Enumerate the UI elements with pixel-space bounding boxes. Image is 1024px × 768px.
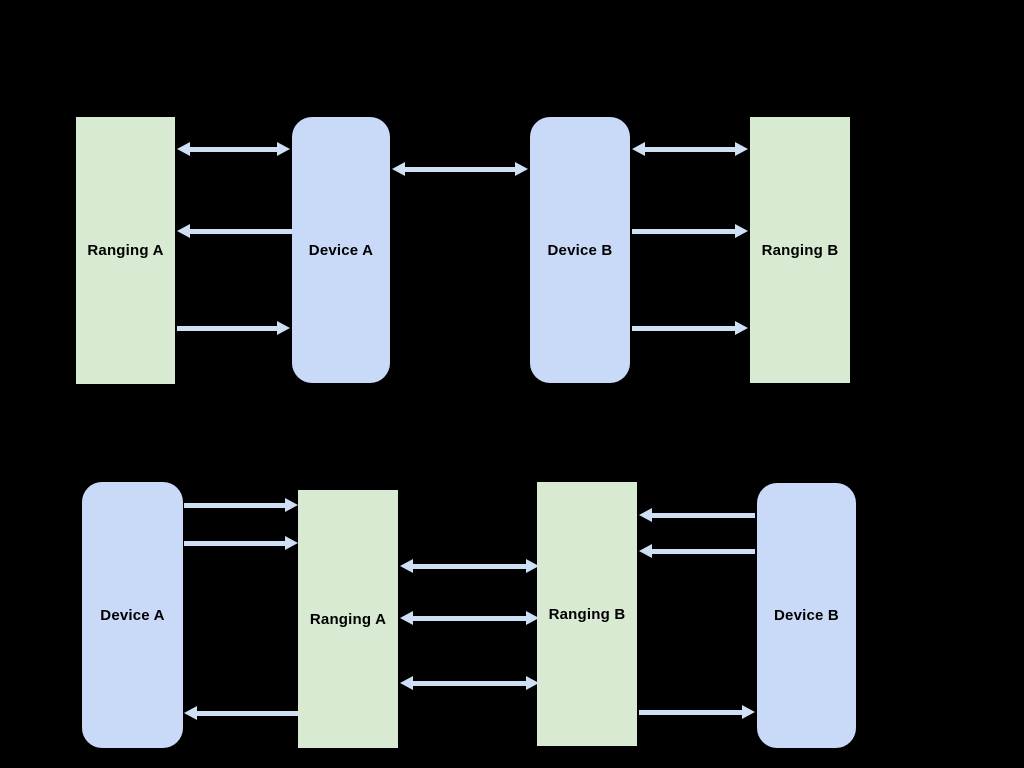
arrowhead-right-icon	[526, 611, 539, 625]
arrowhead-left-icon	[639, 508, 652, 522]
box-ranging-b-label: Ranging B	[548, 605, 626, 623]
box-ranging-b-label: Ranging B	[761, 241, 839, 259]
box-ranging-b: Ranging B	[750, 117, 850, 383]
arrowhead-left-icon	[400, 611, 413, 625]
arrow-ranging-a-to-device-a-bidirectional	[177, 142, 290, 156]
arrowhead-left-icon	[177, 142, 190, 156]
arrowhead-left-icon	[184, 706, 197, 720]
arrowhead-right-icon	[742, 705, 755, 719]
arrow-ranging-a-to-ranging-b-bidirectional	[400, 611, 539, 625]
box-device-a: Device A	[82, 482, 183, 748]
arrowhead-left-icon	[632, 142, 645, 156]
arrow-shaft	[651, 512, 755, 518]
arrow-shaft	[412, 615, 527, 621]
arrow-ranging-a-to-device-a	[184, 706, 298, 720]
box-ranging-a-label: Ranging A	[87, 242, 164, 259]
box-device-b: Device B	[757, 483, 856, 748]
arrow-device-b-to-ranging-b	[632, 321, 748, 335]
arrow-shaft	[651, 548, 755, 554]
arrowhead-right-icon	[735, 321, 748, 335]
arrow-device-b-to-ranging-b	[632, 224, 748, 238]
arrow-ranging-a-to-device-a	[177, 321, 290, 335]
arrowhead-right-icon	[735, 224, 748, 238]
box-ranging-a-label: Ranging A	[309, 610, 387, 628]
arrow-shaft	[177, 325, 278, 331]
box-device-a-label: Device A	[100, 606, 165, 624]
arrowhead-left-icon	[400, 559, 413, 573]
arrow-shaft	[644, 146, 736, 152]
arrow-device-a-to-device-b-bidirectional	[392, 162, 528, 176]
box-device-a-label: Device A	[308, 241, 374, 259]
arrow-device-a-to-ranging-a	[184, 498, 298, 512]
arrowhead-right-icon	[526, 559, 539, 573]
arrowhead-right-icon	[526, 676, 539, 690]
arrowhead-right-icon	[277, 142, 290, 156]
box-device-a: Device A	[292, 117, 390, 383]
arrow-device-a-to-ranging-a	[177, 224, 292, 238]
box-device-b-label: Device B	[774, 607, 839, 624]
box-ranging-a: Ranging A	[298, 490, 398, 748]
arrow-shaft	[412, 563, 527, 569]
arrow-ranging-a-to-ranging-b-bidirectional	[400, 676, 539, 690]
arrow-device-b-to-ranging-b	[639, 544, 755, 558]
arrowhead-left-icon	[392, 162, 405, 176]
arrow-device-b-to-ranging-b	[639, 508, 755, 522]
arrow-shaft	[184, 502, 286, 508]
arrow-shaft	[639, 709, 743, 715]
arrow-shaft	[189, 146, 278, 152]
arrow-shaft	[196, 710, 298, 716]
arrowhead-right-icon	[277, 321, 290, 335]
arrow-shaft	[412, 680, 527, 686]
box-ranging-a: Ranging A	[76, 117, 175, 384]
arrow-shaft	[632, 325, 736, 331]
arrow-device-b-to-ranging-b-bidirectional	[632, 142, 748, 156]
arrow-shaft	[404, 166, 516, 172]
arrow-ranging-a-to-ranging-b-bidirectional	[400, 559, 539, 573]
arrow-shaft	[184, 540, 286, 546]
arrowhead-left-icon	[639, 544, 652, 558]
arrowhead-left-icon	[177, 224, 190, 238]
arrow-ranging-b-to-device-b	[639, 705, 755, 719]
arrowhead-right-icon	[735, 142, 748, 156]
box-device-b-label: Device B	[547, 241, 613, 259]
arrow-shaft	[632, 228, 736, 234]
arrow-device-a-to-ranging-a	[184, 536, 298, 550]
box-device-b: Device B	[530, 117, 630, 383]
box-ranging-b: Ranging B	[537, 482, 637, 746]
arrowhead-right-icon	[285, 536, 298, 550]
arrowhead-right-icon	[285, 498, 298, 512]
arrowhead-left-icon	[400, 676, 413, 690]
arrowhead-right-icon	[515, 162, 528, 176]
arrow-shaft	[189, 228, 292, 234]
